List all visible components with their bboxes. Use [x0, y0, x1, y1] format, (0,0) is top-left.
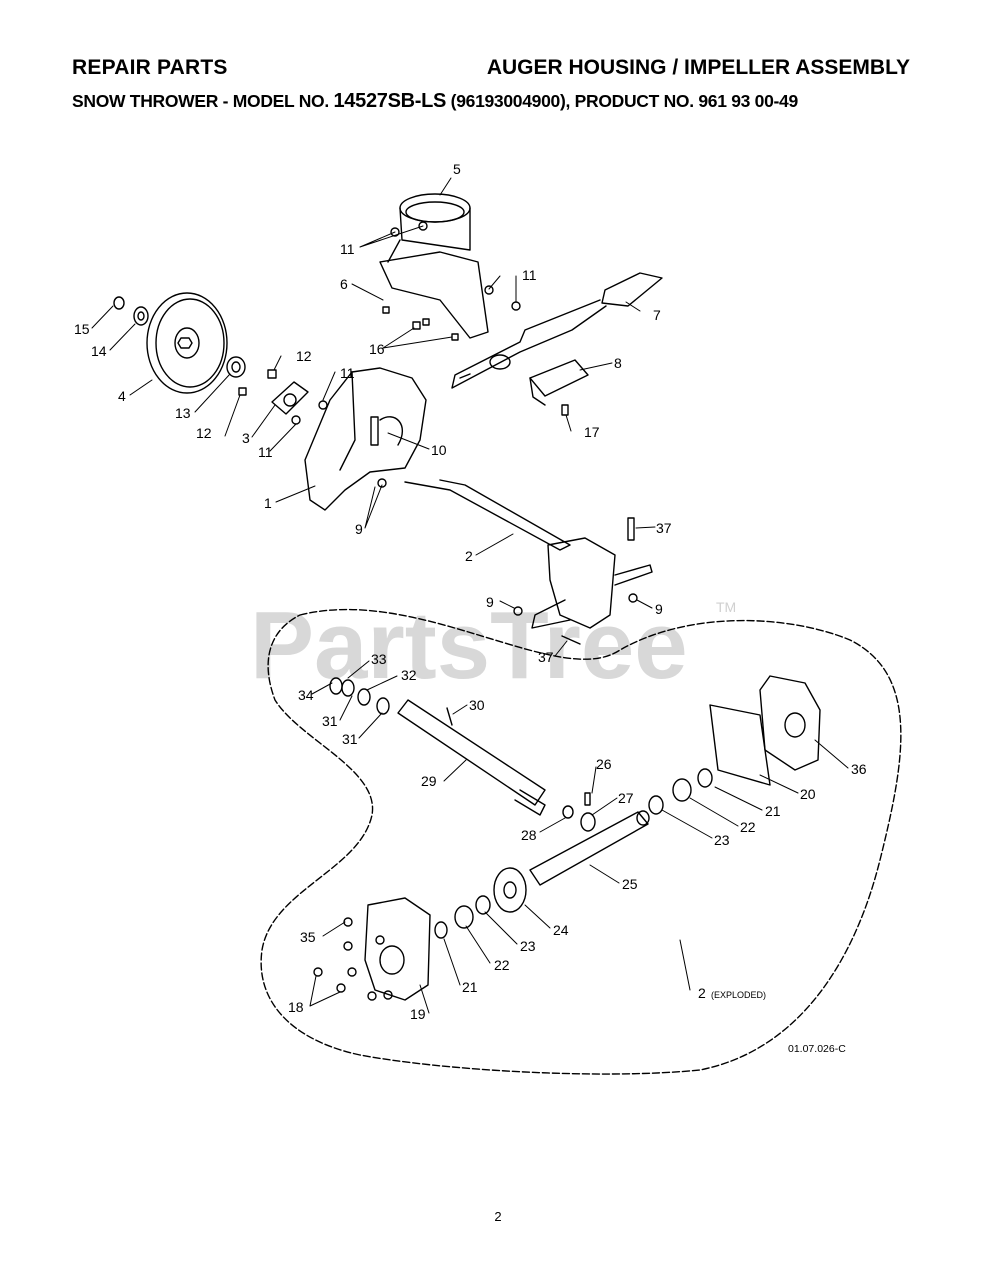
callout-29: 29 — [421, 773, 437, 789]
gear-case-half — [364, 897, 431, 1001]
callout-18: 18 — [288, 999, 304, 1015]
chute-crank — [451, 272, 663, 389]
carriage-bolt — [238, 369, 277, 396]
callout-9: 9 — [655, 601, 663, 617]
callout-8: 8 — [614, 355, 622, 371]
callout-31: 31 — [342, 731, 358, 747]
model-number: 14527SB-LS — [333, 90, 447, 112]
callout-6: 6 — [340, 276, 348, 292]
callout-22: 22 — [494, 957, 510, 973]
callout-22: 22 — [740, 819, 756, 835]
callout-19: 19 — [410, 1006, 426, 1022]
callout-33: 33 — [371, 651, 387, 667]
callout-30: 30 — [469, 697, 485, 713]
callout-37: 37 — [538, 649, 554, 665]
model-line: SNOW THROWER - MODEL NO. 14527SB-LS (961… — [72, 90, 798, 113]
leader-lines — [91, 177, 849, 1014]
callout-32: 32 — [401, 667, 417, 683]
nut — [377, 478, 638, 616]
callout-21: 21 — [462, 979, 478, 995]
callout-37: 37 — [656, 520, 672, 536]
callout-27: 27 — [618, 790, 634, 806]
section-title: REPAIR PARTS — [72, 56, 228, 79]
bronze-bushing — [454, 778, 692, 929]
callout-4: 4 — [118, 388, 126, 404]
callout-labels: 5 11 6 11 15 14 7 8 16 12 11 4 13 12 3 1… — [74, 161, 867, 1022]
chute-adapter — [379, 193, 489, 339]
callout-5: 5 — [453, 161, 461, 177]
gasket — [709, 704, 771, 786]
spacer — [562, 805, 596, 832]
callout-7: 7 — [653, 307, 661, 323]
callout-21: 21 — [765, 803, 781, 819]
worm-gear — [493, 867, 527, 913]
drawing-reference: 01.07.026-C — [788, 1043, 846, 1055]
callout-35: 35 — [300, 929, 316, 945]
auger-housing — [304, 367, 427, 511]
model-suffix: (96193004900), PRODUCT NO. 961 93 00-49 — [450, 91, 799, 111]
exploded-callout-note: (EXPLODED) — [711, 990, 766, 1000]
hex-bolt — [561, 404, 569, 416]
callout-11: 11 — [522, 267, 537, 283]
bearing — [226, 356, 246, 378]
pulley — [146, 292, 228, 394]
callout-24: 24 — [553, 922, 569, 938]
thrust-washer — [434, 768, 713, 939]
assembly-title: AUGER HOUSING / IMPELLER ASSEMBLY — [486, 56, 910, 79]
callout-36: 36 — [851, 761, 867, 777]
callout-31: 31 — [322, 713, 338, 729]
spring-pin — [446, 707, 591, 806]
carriage-bolt — [382, 306, 459, 341]
callout-10: 10 — [431, 442, 447, 458]
exploded-view-outline — [260, 608, 902, 1075]
callout-34: 34 — [298, 687, 314, 703]
callout-14: 14 — [91, 343, 107, 359]
gear-case-half — [759, 675, 821, 771]
callout-23: 23 — [520, 938, 536, 954]
callout-1: 1 — [264, 495, 272, 511]
auger-shaft-gearbox — [404, 479, 653, 629]
callout-11: 11 — [340, 241, 355, 257]
callout-11: 11 — [258, 444, 273, 460]
page-number: 2 — [494, 1209, 502, 1224]
callout-13: 13 — [175, 405, 191, 421]
callout-26: 26 — [596, 756, 612, 772]
callout-11: 11 — [340, 365, 355, 381]
callout-12: 12 — [296, 348, 312, 364]
nut — [113, 296, 125, 310]
hex-bolt — [561, 517, 635, 645]
callout-2: 2 — [465, 548, 473, 564]
nut — [291, 221, 521, 425]
callout-9: 9 — [486, 594, 494, 610]
callout-3: 3 — [242, 430, 250, 446]
callout-17: 17 — [584, 424, 600, 440]
callout-20: 20 — [800, 786, 816, 802]
callout-15: 15 — [74, 321, 90, 337]
bearing — [329, 677, 390, 715]
hex-bolt — [370, 416, 379, 446]
callout-23: 23 — [714, 832, 730, 848]
bearing-flange — [271, 381, 309, 415]
callout-16: 16 — [369, 341, 385, 357]
callout-28: 28 — [521, 827, 537, 843]
model-prefix: SNOW THROWER - MODEL NO. — [72, 91, 329, 111]
callout-12: 12 — [196, 425, 212, 441]
bearing — [133, 306, 149, 326]
exploded-callout-number: 2 — [698, 985, 706, 1001]
callout-9: 9 — [355, 521, 363, 537]
callout-25: 25 — [622, 876, 638, 892]
watermark-tm: TM — [716, 599, 736, 615]
crank-bracket — [529, 359, 589, 406]
self-tapping-screw — [313, 917, 393, 1001]
worm-shaft — [397, 699, 546, 816]
watermark-text: PartsTree — [250, 592, 688, 699]
impeller-shaft — [529, 810, 650, 886]
